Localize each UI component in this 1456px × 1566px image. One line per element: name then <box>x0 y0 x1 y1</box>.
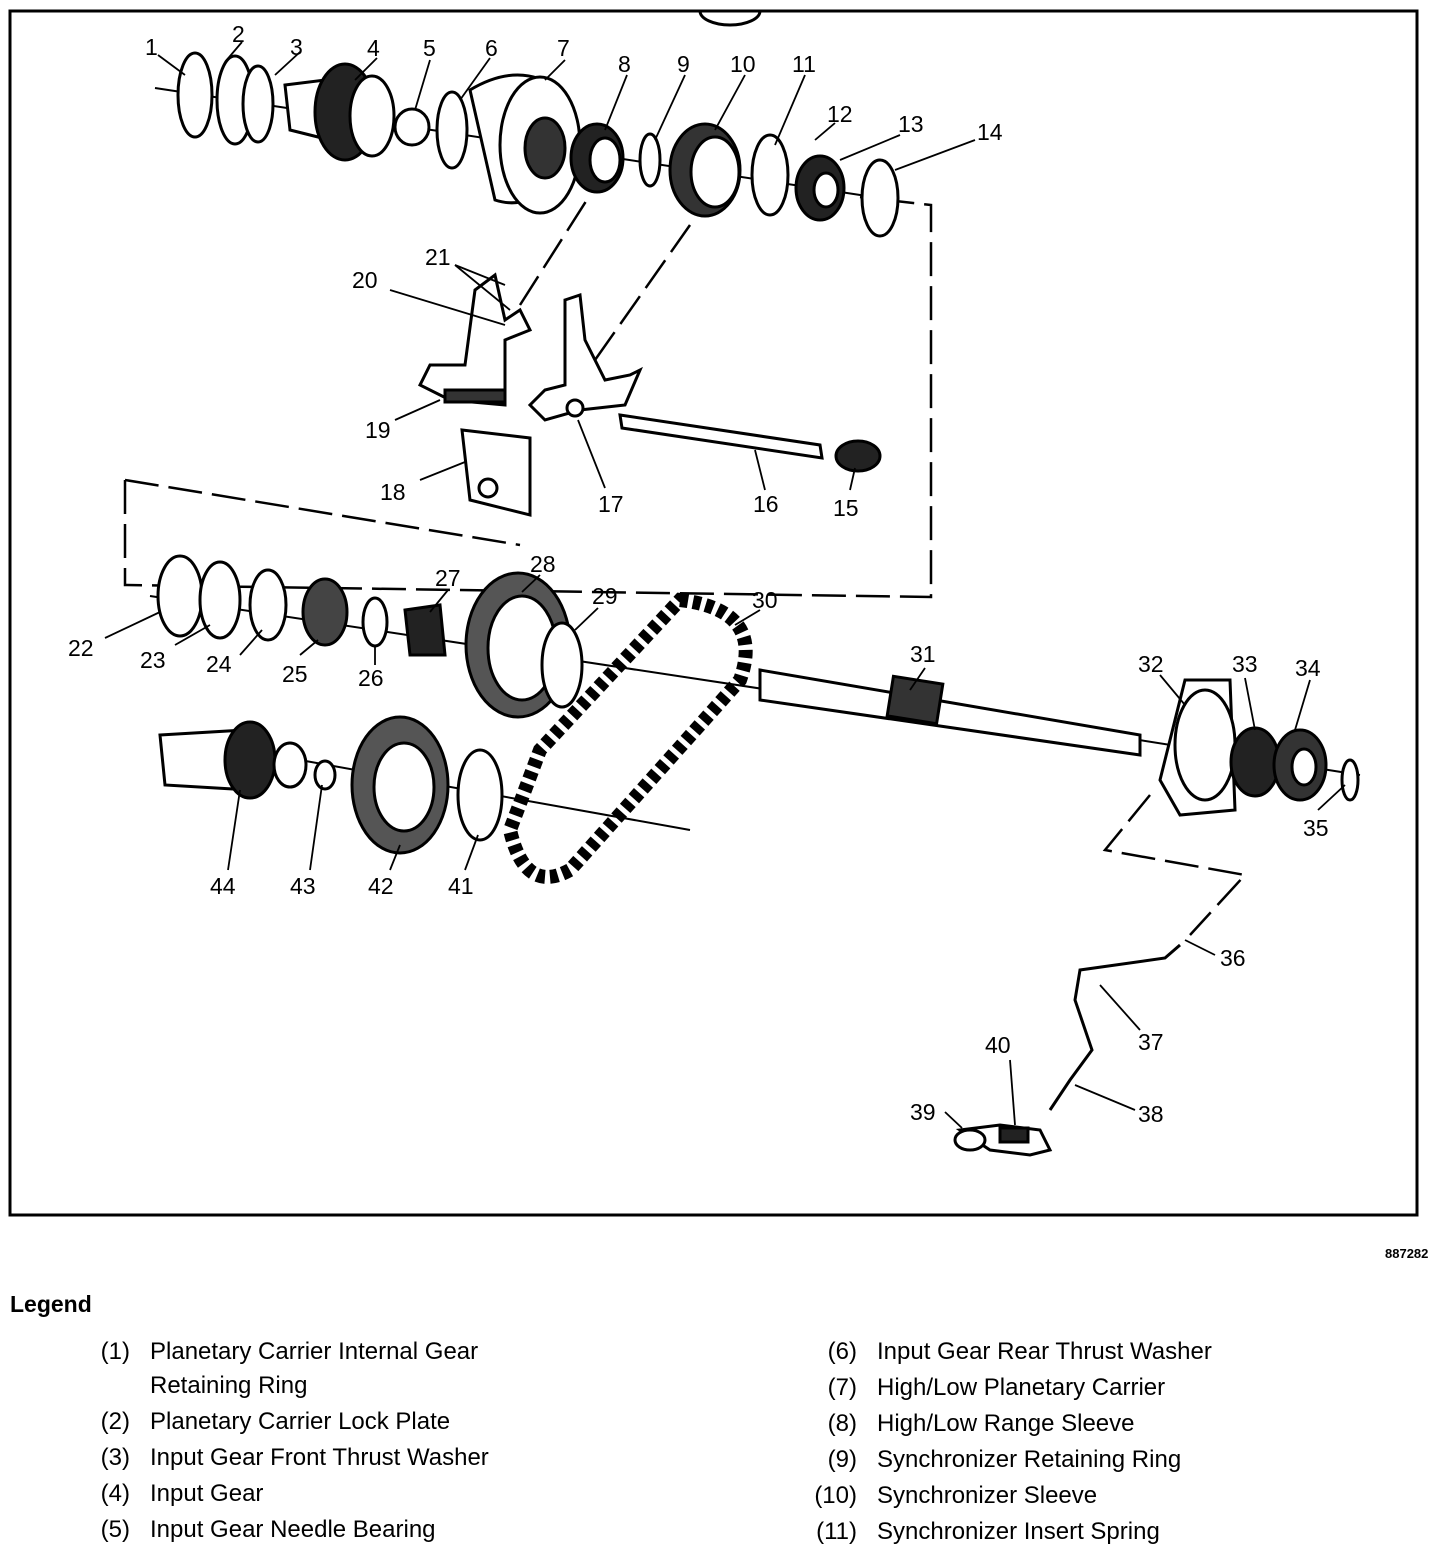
callout-30: 30 <box>752 587 778 613</box>
callout-19: 19 <box>365 417 391 443</box>
legend-item: (8) High/Low Range Sleeve <box>795 1407 1445 1441</box>
callout-9: 9 <box>677 51 690 77</box>
figure-id: 887282 <box>1385 1246 1429 1261</box>
callout-22: 22 <box>68 635 94 661</box>
callout-6: 6 <box>485 35 498 61</box>
legend-item-number: (1) <box>100 1338 130 1365</box>
callout-31: 31 <box>910 641 936 667</box>
callout-leaders <box>104 41 1346 1129</box>
callout-15: 15 <box>833 495 859 521</box>
callout-13: 13 <box>898 111 924 137</box>
callout-41: 41 <box>448 873 474 899</box>
callout-7: 7 <box>557 35 570 61</box>
legend-item-text: High/Low Range Sleeve <box>877 1410 1135 1437</box>
callout-35: 35 <box>1303 815 1329 841</box>
legend-item: (6) Input Gear Rear Thrust Washer <box>795 1335 1445 1369</box>
legend-item-text: Synchronizer Insert Spring <box>877 1518 1160 1545</box>
callout-33: 33 <box>1232 651 1258 677</box>
callout-26: 26 <box>358 665 384 691</box>
shift-fork-assembly <box>417 272 882 517</box>
callout-5: 5 <box>423 35 436 61</box>
callout-labels: 1 2 3 4 5 6 7 8 9 10 11 12 13 14 15 16 1… <box>68 21 1329 1127</box>
callout-39: 39 <box>910 1099 936 1125</box>
callout-16: 16 <box>753 491 779 517</box>
exploded-parts-diagram: 1 2 3 4 5 6 7 8 9 10 11 12 13 14 15 16 1… <box>8 9 1419 1217</box>
callout-43: 43 <box>290 873 316 899</box>
callout-32: 32 <box>1138 651 1164 677</box>
callout-2: 2 <box>232 21 245 47</box>
legend-item-number: (10) <box>814 1482 857 1509</box>
callout-34: 34 <box>1295 655 1321 681</box>
legend-item-number: (7) <box>827 1374 857 1401</box>
legend-item-text: Input Gear Rear Thrust Washer <box>877 1338 1212 1365</box>
callout-38: 38 <box>1138 1101 1164 1127</box>
legend-item-number: (11) <box>816 1518 857 1545</box>
legend-item-text: Input Gear Needle Bearing <box>150 1516 436 1543</box>
legend-item: (2) Planetary Carrier Lock Plate <box>68 1405 708 1439</box>
callout-12: 12 <box>827 101 853 127</box>
callout-21: 21 <box>425 244 451 270</box>
callout-18: 18 <box>380 479 406 505</box>
legend-item-number: (3) <box>100 1444 130 1471</box>
callout-17: 17 <box>598 491 624 517</box>
dashed-leader-lines <box>123 194 1248 936</box>
callout-1: 1 <box>145 34 158 60</box>
callout-8: 8 <box>618 51 631 77</box>
legend-item: (9) Synchronizer Retaining Ring <box>795 1443 1445 1477</box>
callout-20: 20 <box>352 267 378 293</box>
legend-item-text: Input Gear <box>150 1480 264 1507</box>
callout-14: 14 <box>977 119 1003 145</box>
legend-item-number: (9) <box>827 1446 857 1473</box>
legend-item: (3) Input Gear Front Thrust Washer <box>68 1441 708 1475</box>
legend-item: (5) Input Gear Needle Bearing <box>68 1513 708 1547</box>
legend-item-text: Synchronizer Sleeve <box>877 1482 1098 1509</box>
upper-assembly-parts <box>176 51 900 238</box>
legend-right-column: (6) Input Gear Rear Thrust Washer (7) Hi… <box>795 1335 1445 1551</box>
callout-27: 27 <box>435 565 461 591</box>
callout-28: 28 <box>530 551 556 577</box>
middle-assembly-parts <box>156 554 1360 884</box>
legend-item: (11) Synchronizer Insert Spring <box>795 1515 1445 1549</box>
callout-23: 23 <box>140 647 166 673</box>
legend-item-number: (4) <box>100 1480 130 1507</box>
callout-11: 11 <box>792 51 816 77</box>
legend-item-text: Input Gear Front Thrust Washer <box>150 1444 489 1471</box>
callout-42: 42 <box>368 873 394 899</box>
callout-3: 3 <box>290 34 303 60</box>
callout-36: 36 <box>1220 945 1246 971</box>
lower-assembly-parts <box>158 715 504 855</box>
legend-item-text: Synchronizer Retaining Ring <box>877 1446 1182 1473</box>
legend-item-text: Planetary Carrier Lock Plate <box>150 1408 451 1435</box>
legend-item: (4) Input Gear <box>68 1477 708 1511</box>
legend-title: Legend <box>10 1291 92 1317</box>
legend-item-text: Planetary Carrier Internal Gear Retainin… <box>150 1338 479 1399</box>
callout-25: 25 <box>282 661 308 687</box>
callout-4: 4 <box>367 35 380 61</box>
legend-item-text: High/Low Planetary Carrier <box>877 1374 1166 1401</box>
legend-left-column: (1) Planetary Carrier Internal Gear Reta… <box>68 1335 708 1549</box>
callout-44: 44 <box>210 873 236 899</box>
legend-item: (7) High/Low Planetary Carrier <box>795 1371 1445 1405</box>
cable-assembly <box>953 943 1181 1157</box>
legend-item-number: (5) <box>100 1516 130 1543</box>
callout-40: 40 <box>985 1032 1011 1058</box>
legend-item-number: (8) <box>827 1410 857 1437</box>
legend-item-number: (2) <box>100 1408 130 1435</box>
callout-37: 37 <box>1138 1029 1164 1055</box>
callout-29: 29 <box>592 583 618 609</box>
diagram-frame <box>8 9 1419 1217</box>
callout-24: 24 <box>206 651 232 677</box>
legend-item: (10) Synchronizer Sleeve <box>795 1479 1445 1513</box>
legend-item-number: (6) <box>827 1338 857 1365</box>
callout-10: 10 <box>730 51 756 77</box>
legend-item: (1) Planetary Carrier Internal Gear Reta… <box>68 1335 708 1403</box>
